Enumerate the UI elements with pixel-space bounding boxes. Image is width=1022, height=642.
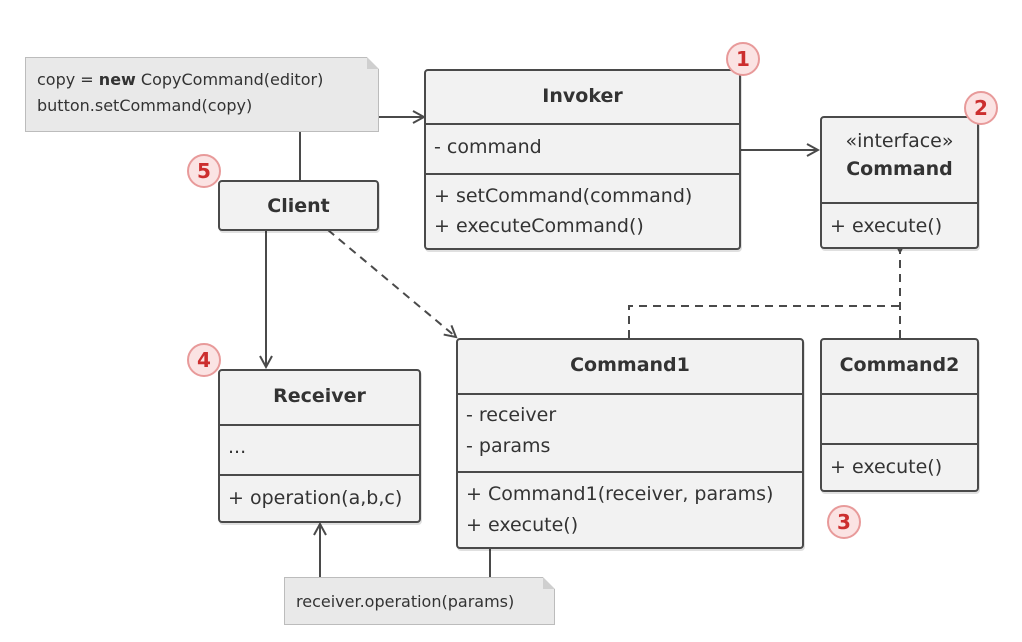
client-note: copy = new CopyCommand(editor) button.se… xyxy=(25,57,379,132)
badge-3: 3 xyxy=(827,505,861,539)
badge-2: 2 xyxy=(964,91,998,125)
command-methods-section: + execute() xyxy=(822,202,977,247)
receiver-method: + operation(a,b,c) xyxy=(228,487,403,509)
receiver-class[interactable]: Receiver ... + operation(a,b,c) xyxy=(218,369,421,523)
command1-field: - receiver xyxy=(466,404,557,426)
invoker-field: - command xyxy=(434,136,542,158)
receiver-note-text: receiver.operation(params) xyxy=(296,592,515,611)
code-keyword: new xyxy=(98,70,136,89)
receiver-title-section: Receiver xyxy=(220,371,419,424)
command2-class[interactable]: Command2 + execute() xyxy=(820,338,979,492)
command-title-section: «interface» Command xyxy=(822,118,977,202)
note-fold-corner xyxy=(367,57,379,69)
command-method: + execute() xyxy=(830,215,943,237)
receiver-title: Receiver xyxy=(273,385,366,407)
command-interface[interactable]: «interface» Command + execute() xyxy=(820,116,979,249)
note-fold-corner xyxy=(543,577,555,589)
command1-class[interactable]: Command1 - receiver - params + Command1(… xyxy=(456,338,804,549)
client-title: Client xyxy=(267,195,330,217)
command1-fields-section: - receiver - params xyxy=(458,393,802,471)
client-note-line-1: copy = new CopyCommand(editor) xyxy=(37,70,323,89)
receiver-fields-section: ... xyxy=(220,424,419,474)
receiver-note: receiver.operation(params) xyxy=(284,577,555,625)
badge-4: 4 xyxy=(187,343,221,377)
receiver-field: ... xyxy=(228,436,247,458)
command1-title-section: Command1 xyxy=(458,340,802,393)
command1-realization-line xyxy=(628,305,900,338)
badge-5: 5 xyxy=(187,154,221,188)
invoker-title: Invoker xyxy=(542,85,623,107)
command2-title-section: Command2 xyxy=(822,340,977,393)
command1-title: Command1 xyxy=(570,354,690,376)
client-note-line-2: button.setCommand(copy) xyxy=(37,96,253,115)
invoker-methods-section: + setCommand(command) + executeCommand() xyxy=(426,173,739,248)
receiver-methods-section: + operation(a,b,c) xyxy=(220,474,419,521)
command2-methods-section: + execute() xyxy=(822,443,977,490)
invoker-fields-section: - command xyxy=(426,123,739,173)
code-text: CopyCommand(editor) xyxy=(135,70,324,89)
client-class[interactable]: Client xyxy=(218,180,379,231)
command1-method: + Command1(receiver, params) xyxy=(466,483,774,505)
interface-stereotype: «interface» xyxy=(845,130,954,152)
code-text: copy = xyxy=(37,70,99,89)
invoker-method: + setCommand(command) xyxy=(434,185,693,207)
command1-methods-section: + Command1(receiver, params) + execute() xyxy=(458,471,802,547)
command1-field: - params xyxy=(466,435,551,457)
invoker-method: + executeCommand() xyxy=(434,215,644,237)
command1-method: + execute() xyxy=(466,514,579,536)
command-title: Command xyxy=(846,158,953,180)
invoker-class[interactable]: Invoker - command + setCommand(command) … xyxy=(424,69,741,250)
command2-method: + execute() xyxy=(830,456,943,478)
badge-1: 1 xyxy=(726,42,760,76)
command2-title: Command2 xyxy=(839,354,960,376)
invoker-title-section: Invoker xyxy=(426,71,739,123)
command2-fields-section xyxy=(822,393,977,443)
